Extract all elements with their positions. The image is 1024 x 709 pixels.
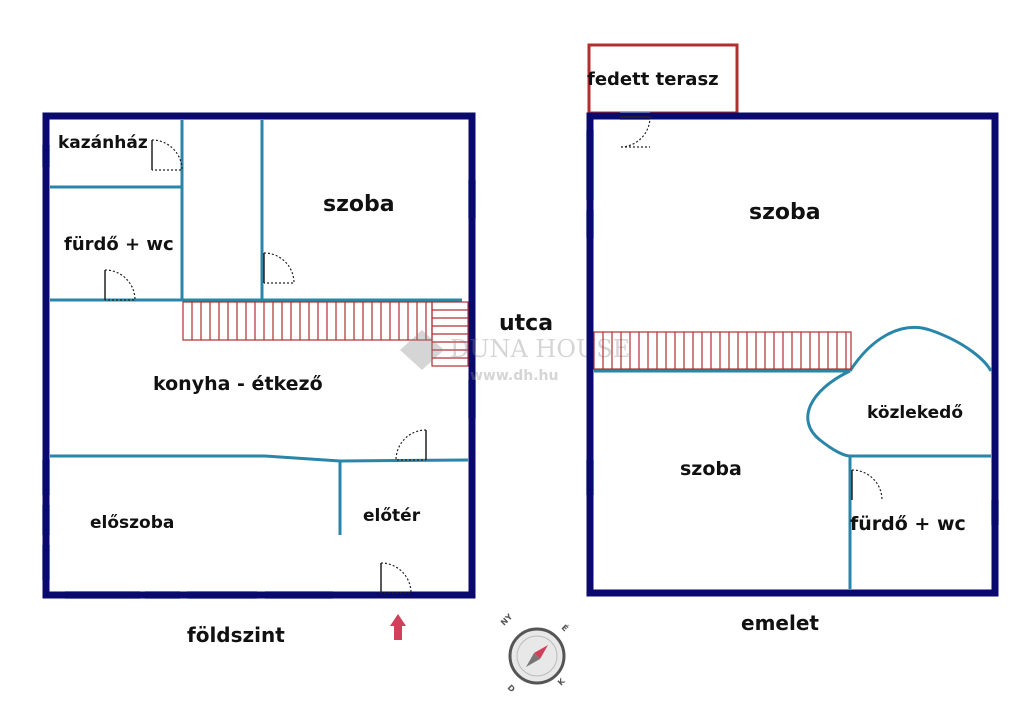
- floor-label-ground: földszint: [187, 623, 285, 647]
- room-label-szoba-top: szoba: [749, 200, 821, 225]
- room-label-furdo: fürdő + wc: [64, 234, 174, 255]
- room-label-furdo: fürdő + wc: [850, 513, 966, 535]
- compass-icon: NY É D K: [499, 612, 571, 694]
- room-label-szoba-bottom: szoba: [680, 458, 742, 480]
- watermark-url: www.dh.hu: [470, 368, 558, 384]
- interior-walls: [50, 120, 469, 535]
- entrance-arrow-icon: [390, 614, 406, 640]
- watermark: DUNA HOUSE www.dh.hu: [400, 330, 630, 384]
- street-label: utca: [499, 311, 553, 336]
- interior-walls: [594, 325, 993, 589]
- logo-icon: [400, 330, 444, 370]
- room-label-eloter: előtér: [363, 506, 421, 526]
- floor-label-upper: emelet: [741, 611, 819, 635]
- room-label-konyha: konyha - étkező: [153, 373, 323, 395]
- doors: [619, 116, 883, 501]
- stairs: [182, 301, 469, 367]
- room-label-szoba: szoba: [323, 192, 395, 217]
- compass-east: É: [560, 622, 572, 634]
- room-label-kozlekedo: közlekedő: [867, 403, 963, 423]
- room-label-kazanhaz: kazánház: [58, 133, 148, 153]
- compass-south: D: [506, 683, 517, 694]
- exterior-wall: [586, 112, 999, 597]
- compass-north: NY: [499, 612, 514, 627]
- room-label-eloszoba: előszoba: [90, 513, 174, 533]
- doors: [104, 139, 427, 594]
- room-label-terasz: fedett terasz: [587, 69, 719, 90]
- ground-floor: kazánház fürdő + wc szoba konyha - étkez…: [42, 112, 476, 647]
- upper-floor: fedett terasz szoba szoba közlekedő fürd…: [586, 43, 999, 635]
- exterior-wall: [42, 112, 476, 599]
- watermark-brand: DUNA HOUSE: [450, 335, 630, 363]
- stairs: [593, 331, 852, 370]
- compass-west: K: [556, 676, 567, 687]
